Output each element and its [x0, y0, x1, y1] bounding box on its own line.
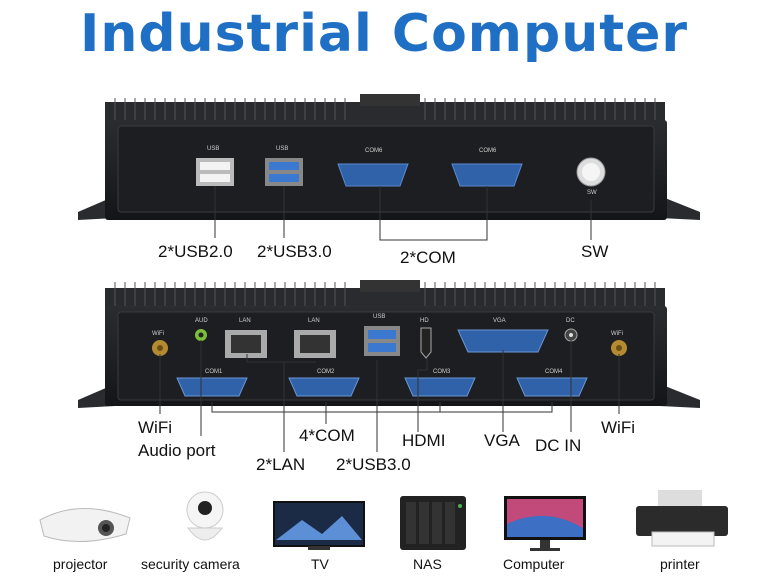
port-label-wifi: WiFi: [611, 331, 623, 337]
port-label-com3: COM3: [433, 369, 451, 375]
application-label-printer: printer: [660, 556, 700, 572]
page-title: Industrial Computer: [80, 4, 688, 64]
port-label-wifi: WiFi: [152, 331, 164, 337]
callout-com: 2*COM: [400, 248, 456, 267]
callout-wifi-left: WiFi: [138, 418, 172, 437]
port-label-usb: USB: [373, 314, 386, 320]
port-label-hd: HD: [420, 318, 429, 324]
projector-icon: [39, 508, 131, 542]
bottom-callout-lines: [159, 340, 620, 452]
computer-icon: [504, 496, 586, 551]
callout-lan: 2*LAN: [256, 455, 306, 474]
callout-hdmi: HDMI: [402, 431, 446, 450]
callout-vga: VGA: [484, 431, 520, 450]
callout-usb2: 2*USB2.0: [158, 242, 233, 261]
application-label-tv: TV: [311, 556, 329, 572]
port-label-aud: AUD: [195, 318, 208, 324]
port-label-vga: VGA: [493, 318, 506, 324]
port-label-com6: COM6: [365, 148, 383, 154]
application-label-projector: projector: [53, 556, 108, 572]
port-label-sw: SW: [587, 190, 597, 196]
callout-audio-port: Audio port: [138, 441, 216, 460]
port-label-usb: USB: [207, 146, 220, 152]
port-label-dc: DC: [566, 318, 575, 324]
application-label-nas: NAS: [413, 556, 442, 572]
top-device-image: [78, 94, 700, 220]
port-label-com4: COM4: [545, 369, 563, 375]
nas-icon: [400, 496, 466, 550]
callout-usb3: 2*USB3.0: [257, 242, 332, 261]
tv-icon: [273, 501, 365, 550]
callout-com: 4*COM: [299, 426, 355, 445]
callout-dc-in: DC IN: [535, 436, 582, 455]
security-camera-icon: [186, 491, 224, 541]
printer-icon: [636, 490, 728, 547]
port-label-lan: LAN: [308, 318, 320, 324]
callout-usb3: 2*USB3.0: [336, 455, 411, 474]
application-label-security-camera: security camera: [141, 556, 240, 572]
bottom-device-image: [78, 280, 700, 408]
callout-wifi-right: WiFi: [601, 418, 635, 437]
port-label-usb: USB: [276, 146, 289, 152]
port-label-com6: COM6: [479, 148, 497, 154]
port-label-lan: LAN: [239, 318, 251, 324]
top-callout-lines: [214, 186, 592, 241]
application-label-computer: Computer: [503, 556, 565, 572]
callout-sw: SW: [581, 242, 609, 261]
port-label-com2: COM2: [317, 369, 335, 375]
port-label-com1: COM1: [205, 369, 223, 375]
